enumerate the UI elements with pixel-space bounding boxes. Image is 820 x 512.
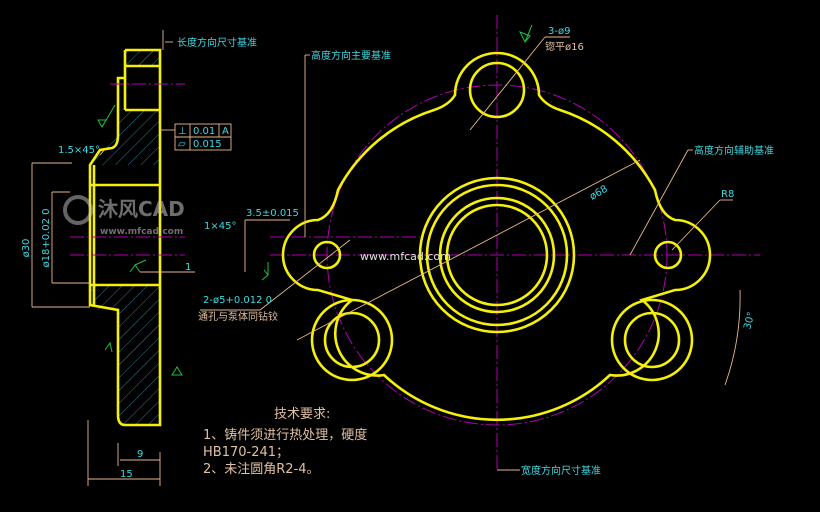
flatness-value: 0.015 xyxy=(193,139,222,150)
perpendicularity-value: 0.01 xyxy=(193,126,215,137)
perpendicularity-symbol: ⊥ xyxy=(178,126,187,137)
tech-req-line2: HB170-241； xyxy=(203,445,289,460)
dim-1: 1 xyxy=(185,262,191,273)
dim-9: 9 xyxy=(137,449,143,460)
outer-diameter-dim: ø30 xyxy=(21,239,32,258)
length-datum-label: 长度方向尺寸基准 xyxy=(177,36,257,49)
dim-r8: R8 xyxy=(721,189,734,200)
height-aux-datum-label: 高度方向辅助基准 xyxy=(694,144,774,157)
left-section-view xyxy=(31,30,232,486)
watermark-logo-text: 沐风CAD xyxy=(98,197,185,221)
watermark-url-center: www.mfcad.com xyxy=(360,250,451,263)
height-main-datum-label: 高度方向主要基准 xyxy=(311,49,391,62)
holes-label: 3-ø9 xyxy=(548,26,570,37)
tech-req-line3: 2、未注圆角R2-4。 xyxy=(203,462,320,477)
bore-diameter-dim: ø18+0.02 0 xyxy=(41,208,52,267)
front-view xyxy=(200,15,760,471)
pin-holes-note: 通孔与泵体同钻铰 xyxy=(198,310,278,323)
dim-68: ø68 xyxy=(588,184,610,203)
chamfer-top-label: 1.5×45° xyxy=(58,145,100,156)
angle-30: 30° xyxy=(742,311,757,331)
tech-req-line1: 1、铸件须进行热处理，硬度 xyxy=(203,427,367,443)
tech-req-title: 技术要求: xyxy=(274,407,330,422)
datum-ref: A xyxy=(222,126,229,137)
width-datum-label: 宽度方向尺寸基准 xyxy=(521,464,601,477)
dim-15: 15 xyxy=(120,469,133,480)
flatness-symbol: ▱ xyxy=(178,139,186,150)
pin-holes-label: 2-ø5+0.012 0 xyxy=(203,295,272,306)
spotface-label: 锪平ø16 xyxy=(545,40,584,53)
watermark-logo: 沐风CAD www.mfcad.com xyxy=(63,195,185,237)
watermark-logo-url: www.mfcad.com xyxy=(100,227,183,237)
chamfer-bore-label: 1×45° xyxy=(204,221,236,232)
dim-3-5: 3.5±0.015 xyxy=(246,208,299,219)
